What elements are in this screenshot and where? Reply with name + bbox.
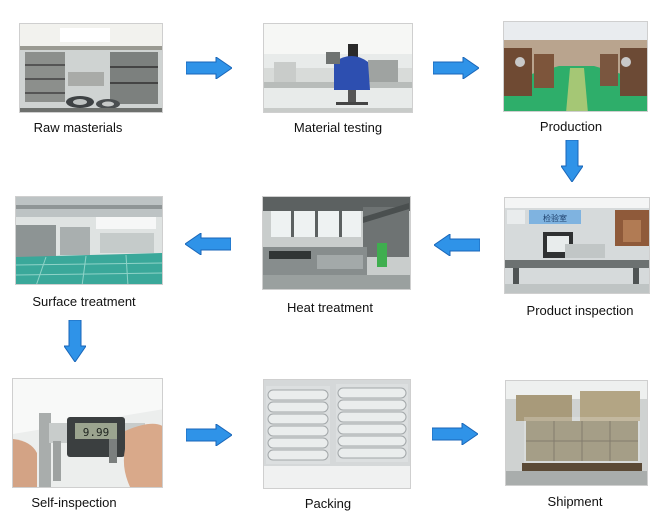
step-label-production: Production bbox=[540, 119, 602, 134]
arrow-left-icon bbox=[185, 233, 231, 255]
arrow-right-icon bbox=[433, 57, 479, 79]
step-label-surface-treatment: Surface treatment bbox=[32, 294, 135, 309]
lab-sign-text: 检验室 bbox=[543, 213, 567, 223]
step-label-material-testing: Material testing bbox=[294, 120, 382, 135]
step-label-raw-materials: Raw masterials bbox=[34, 120, 123, 135]
arrow-right-icon bbox=[186, 424, 232, 446]
surface-treatment-photo bbox=[15, 196, 163, 285]
raw-materials-photo bbox=[19, 23, 163, 113]
product-inspection-photo: 检验室 bbox=[504, 197, 650, 294]
step-label-heat-treatment: Heat treatment bbox=[287, 300, 373, 315]
arrow-right-icon bbox=[432, 423, 478, 445]
step-label-shipment: Shipment bbox=[548, 494, 603, 509]
self-inspection-photo: 9.99 bbox=[12, 378, 163, 488]
arrow-down-icon bbox=[561, 140, 583, 182]
step-label-product-inspection: Product inspection bbox=[527, 303, 634, 318]
arrow-down-icon bbox=[64, 320, 86, 362]
material-testing-photo bbox=[263, 23, 413, 113]
arrow-left-icon bbox=[434, 234, 480, 256]
heat-treatment-photo bbox=[262, 196, 411, 290]
step-label-packing: Packing bbox=[305, 496, 351, 511]
production-photo bbox=[503, 21, 648, 112]
caliper-display-text: 9.99 bbox=[83, 426, 110, 439]
step-label-self-inspection: Self-inspection bbox=[31, 495, 116, 510]
packing-photo bbox=[263, 379, 411, 489]
arrow-right-icon bbox=[186, 57, 232, 79]
shipment-photo bbox=[505, 380, 648, 486]
